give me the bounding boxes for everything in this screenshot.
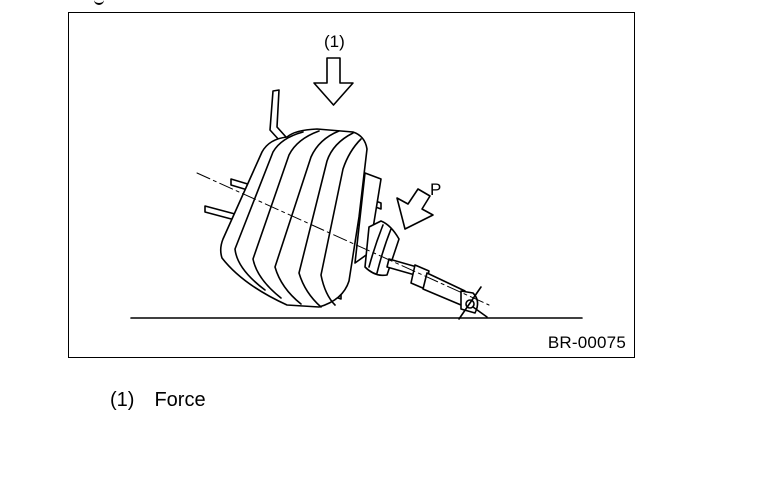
figure-ref-code: BR-00075 [547, 333, 626, 352]
axis-centerline [196, 172, 490, 306]
force-arrow-icon [313, 57, 354, 106]
diagram-frame: (1) P BR-00075 [68, 12, 635, 358]
pedal-arm [458, 286, 482, 320]
booster-shell [219, 128, 368, 308]
pedal-link [472, 306, 488, 318]
brake-booster-drawing [130, 57, 583, 320]
stud-left-lower [204, 205, 236, 221]
legend-item: (1) Force [110, 389, 206, 412]
callout-number: (1) [324, 32, 345, 51]
page-edge-mark [94, 0, 104, 5]
vacuum-hose-fitting [269, 89, 287, 142]
pedal-force-label: P [430, 180, 442, 199]
pedal-force-arrow-icon [396, 188, 434, 230]
legend-label: Force [154, 389, 206, 411]
legend-number: (1) [110, 389, 135, 411]
